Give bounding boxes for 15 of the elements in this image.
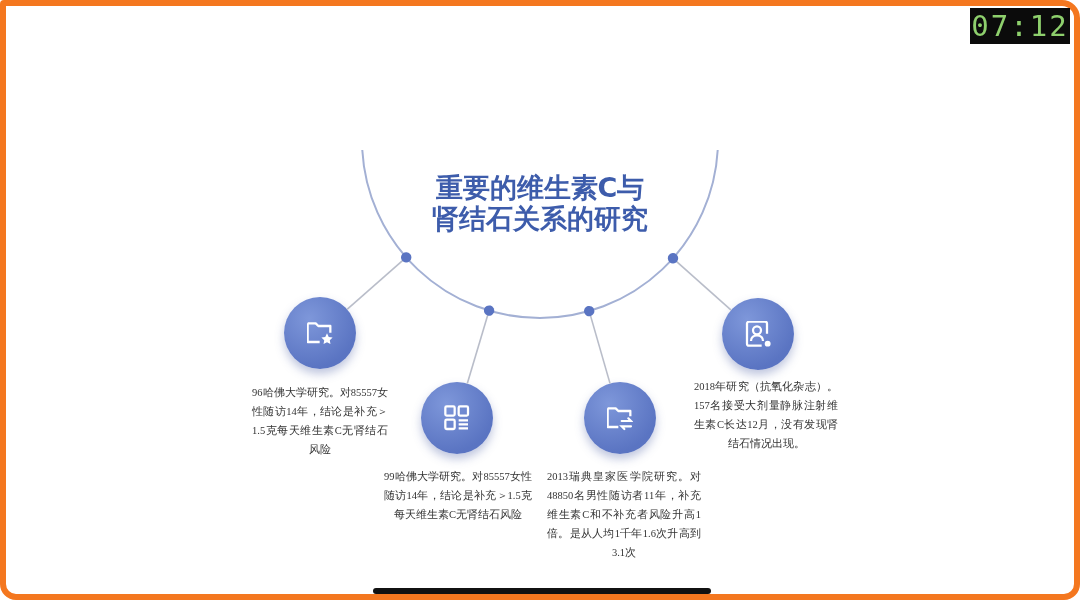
semicircle-frame [360,148,720,320]
title-text: 重要的维生素C与肾结石关系的研究 [431,172,649,234]
connector-line [667,253,732,311]
study-note: 2018年研究（抗氧化杂志）。157名接受大剂量静脉注射维生素C长达12月，没有发现肾结石情况出现。 [694,380,838,451]
icon-circle [584,382,656,454]
connector-line [346,252,412,311]
icon-circle [284,297,356,369]
study-note: 99哈佛大学研究。对85557女性随访14年，结论是补充＞1.5克每天维生素C无肾结石风险 [384,470,532,522]
icon-circle [421,382,493,454]
study-note: 2013瑞典皇家医学院研究。对48850名男性随访者11年，补充维生素C和不补充者风险升高1倍。是从人均1千年1.6次升高到3.1次 [547,470,701,560]
study-note: 96哈佛大学研究。对85557女性随访14年，结论是补充＞1.5克每天维生素C无肾结石风险 [252,386,388,457]
timer-display: 07:12 [970,8,1070,44]
icon-circle [722,298,794,370]
connector-line [584,305,611,385]
connector-line [466,305,495,385]
